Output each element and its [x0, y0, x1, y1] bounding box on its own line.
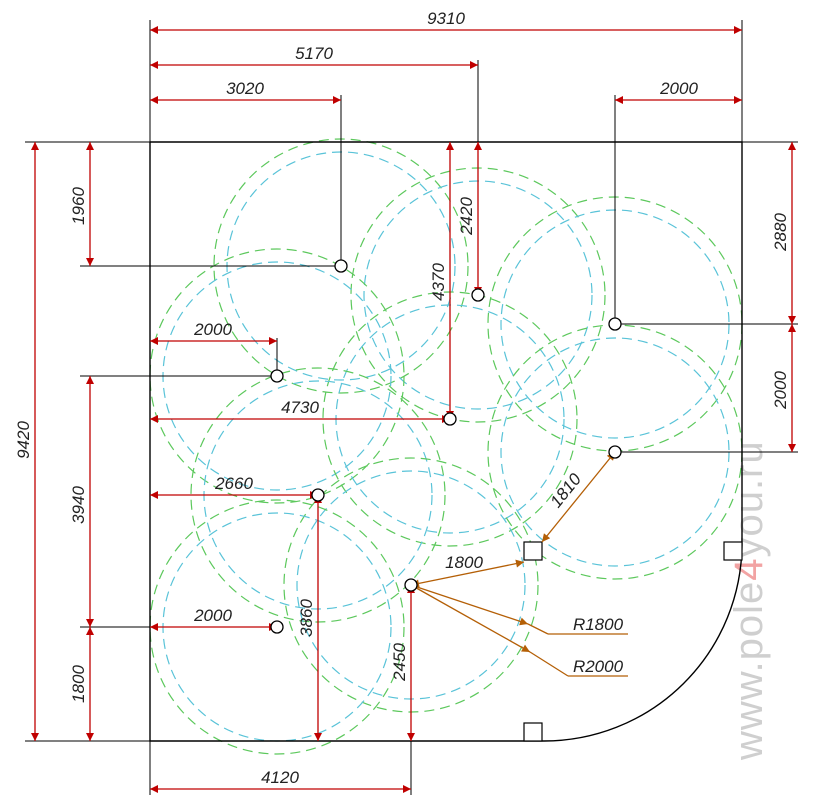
room-outline: [149, 141, 743, 742]
dimension-lines: [31, 26, 796, 793]
sprinkler-points: [270, 259, 622, 634]
label-2000-low: 2000: [193, 606, 232, 625]
square-marker: [723, 541, 743, 561]
label-9420: 9420: [14, 421, 33, 459]
coverage-circle: [149, 248, 405, 504]
label-2660: 2660: [214, 474, 253, 493]
leader-lines: [410, 451, 628, 677]
label-1800-left: 1800: [69, 665, 88, 703]
label-r1800: R1800: [573, 615, 624, 634]
label-3940: 3940: [69, 486, 88, 524]
watermark-suffix: you.ru: [727, 440, 771, 557]
watermark-prefix: www.pole: [727, 581, 771, 761]
coverage-circles: [149, 138, 743, 755]
label-1800: 1800: [445, 553, 483, 572]
label-9310: 9310: [427, 9, 465, 28]
label-2000-right: 2000: [771, 371, 790, 410]
marker-squares: [523, 541, 743, 742]
label-5170: 5170: [295, 44, 333, 63]
label-2420: 2420: [457, 197, 476, 236]
sprinkler-point: [404, 578, 418, 592]
sprinkler-point: [334, 259, 348, 273]
dim-line-1810: [541, 451, 616, 543]
sprinkler-point: [311, 488, 325, 502]
label-1960: 1960: [69, 187, 88, 225]
label-1810: 1810: [546, 469, 585, 511]
watermark-accent: 4: [727, 558, 771, 581]
square-marker: [523, 541, 543, 561]
label-4730: 4730: [281, 398, 319, 417]
watermark: www.pole4you.ru: [727, 440, 771, 761]
svg-text:www.pole4you.ru: www.pole4you.ru: [727, 440, 771, 761]
sprinkler-point: [270, 620, 284, 634]
label-2000-top: 2000: [659, 79, 698, 98]
label-4120: 4120: [261, 768, 299, 787]
label-4370: 4370: [429, 263, 448, 301]
leader-r2000: [410, 584, 531, 653]
label-2450: 2450: [390, 643, 409, 682]
sprinkler-point: [471, 288, 485, 302]
sprinkler-point: [270, 369, 284, 383]
sprinkler-point: [608, 445, 622, 459]
label-2880: 2880: [771, 213, 790, 252]
sprinkler-point: [443, 412, 457, 426]
label-3020: 3020: [226, 79, 264, 98]
coverage-circle: [149, 499, 405, 755]
label-r2000: R2000: [573, 657, 624, 676]
leader-r1800: [410, 584, 529, 626]
dim-line-1800: [410, 559, 525, 588]
square-marker: [523, 722, 543, 742]
label-3860: 3860: [297, 599, 316, 637]
sprinkler-point: [608, 317, 622, 331]
label-2000-mid: 2000: [193, 320, 232, 339]
